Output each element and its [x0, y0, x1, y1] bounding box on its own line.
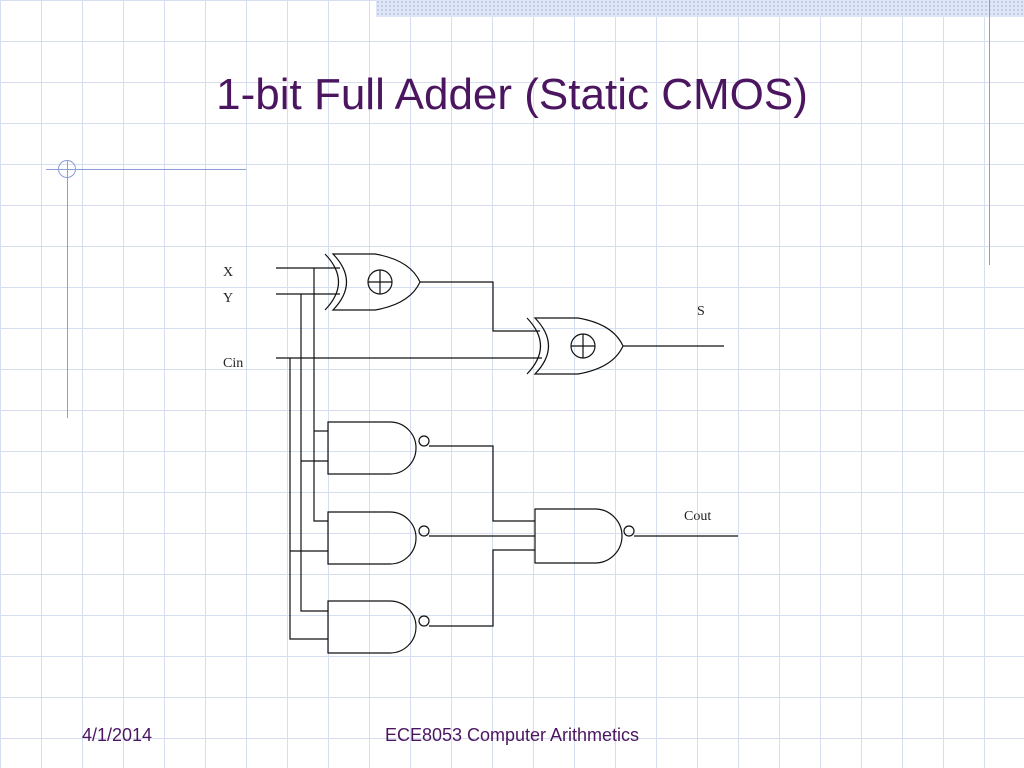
nand-gate-3-bubble: [418, 615, 430, 627]
xor-gate-2: [526, 317, 624, 375]
nand-gate-out: [534, 508, 635, 564]
wire-x-to-nand2: [313, 268, 328, 522]
left-decor-vertical-rule: [67, 160, 68, 418]
footer-course: ECE8053 Computer Arithmetics: [384, 725, 640, 745]
label-x: X: [223, 265, 233, 280]
wire-nand3-to-out: [429, 549, 535, 627]
nand-gate-1-bubble: [418, 435, 430, 447]
left-decor-horizontal-rule: [46, 169, 246, 170]
label-cout: Cout: [684, 509, 711, 524]
slide-title: 1-bit Full Adder (Static CMOS): [216, 70, 808, 119]
nand-gate-1-body: [327, 421, 417, 475]
top-decor-band: [376, 0, 1024, 17]
xor-gate-1-body: [331, 253, 421, 311]
nand-gate-out-body: [534, 508, 623, 564]
right-decor-rule: [989, 0, 990, 265]
wire-nand1-to-out: [429, 445, 535, 522]
nand-gate-2: [327, 511, 430, 565]
nand-gate-3-body: [327, 600, 417, 654]
xor-gate-2-back-arc: [526, 317, 541, 375]
footer-date: 4/1/2014: [82, 725, 153, 745]
nand-gate-2-bubble: [418, 525, 430, 537]
label-cin: Cin: [223, 356, 243, 371]
nand-gate-3: [327, 600, 430, 654]
xor-gate-2-body: [533, 317, 624, 375]
xor-gate-1-back-arc: [324, 253, 339, 311]
wire-xor1-to-xor2: [420, 281, 540, 332]
wire-y-to-nand3: [300, 294, 328, 612]
wires: [276, 267, 738, 640]
nand-gate-1: [327, 421, 430, 475]
label-y: Y: [223, 291, 233, 306]
wire-cin-to-nand3: [289, 358, 328, 640]
nand-gate-out-bubble: [623, 525, 635, 537]
xor-gate-1: [324, 253, 421, 311]
label-s: S: [697, 304, 705, 319]
nand-gate-2-body: [327, 511, 417, 565]
left-decor-circle: [58, 160, 76, 178]
